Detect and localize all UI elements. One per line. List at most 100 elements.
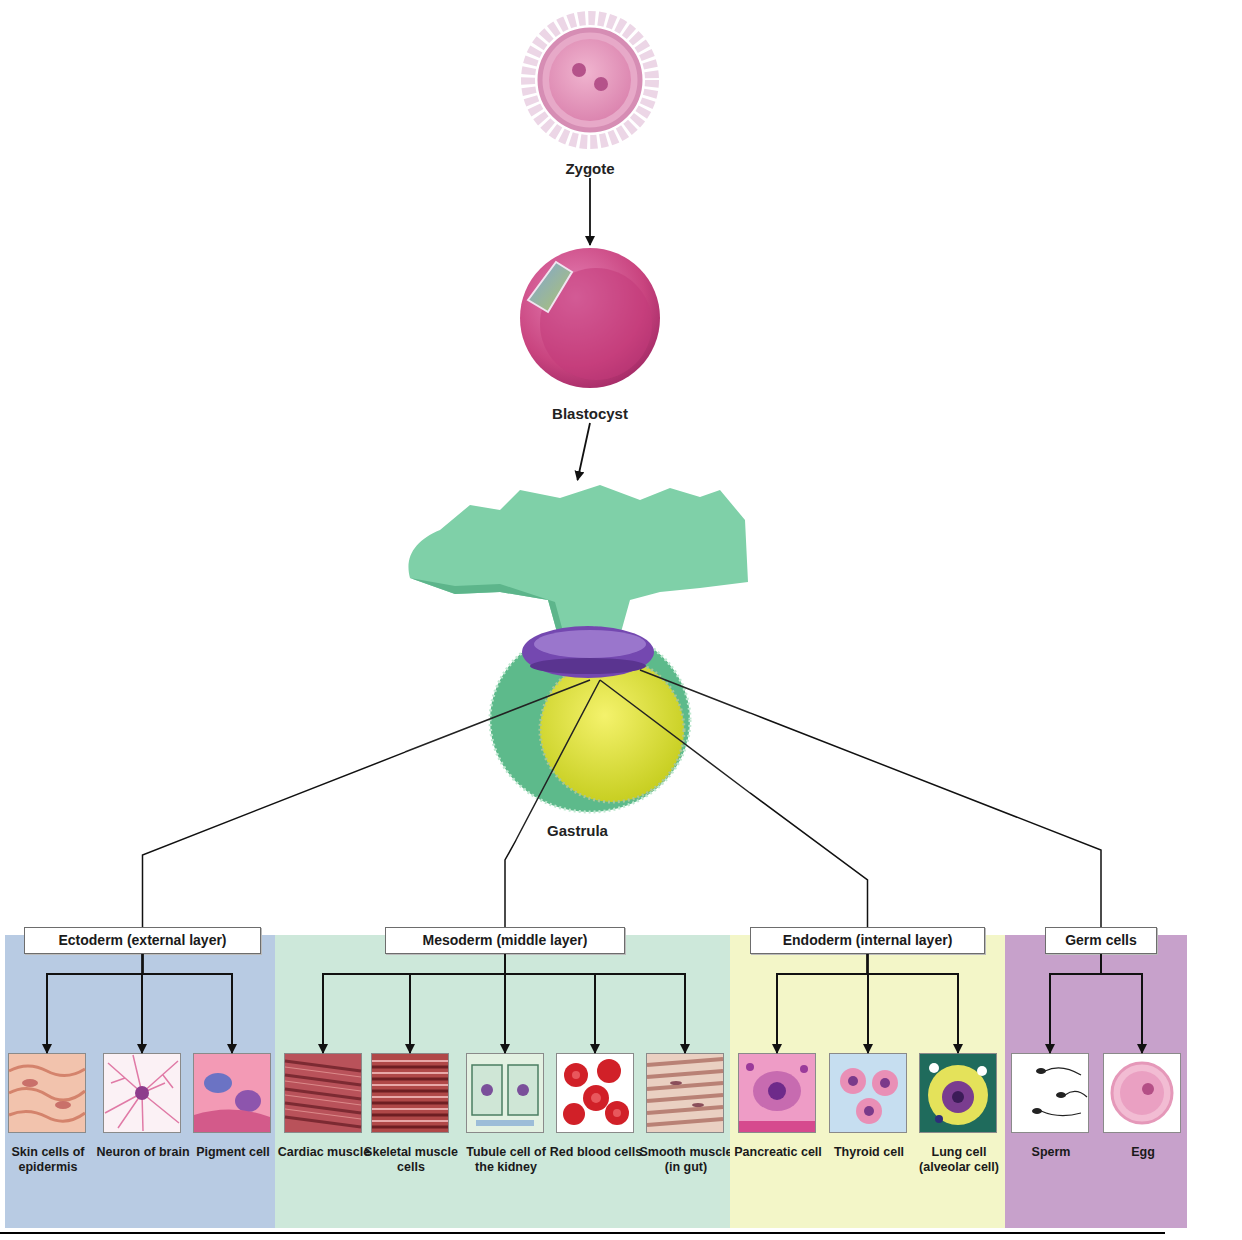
thyroid-cell: [872, 1070, 898, 1096]
granule: [935, 1115, 943, 1123]
lineage-arrow: [141, 954, 144, 1053]
cell-label: Smooth muscle (in gut): [639, 1145, 733, 1175]
lineage-arrow: [867, 954, 870, 1053]
sperm-head: [1032, 1108, 1042, 1114]
image-bg: [920, 1054, 996, 1132]
image-bg: [1104, 1054, 1180, 1132]
cell-body: [135, 1086, 149, 1100]
skin-layer: [9, 1066, 85, 1121]
granule: [746, 1063, 754, 1071]
endoderm-layer: [530, 658, 646, 674]
cell-type-box: Skin cells of epidermis: [8, 1053, 86, 1133]
cell-label: Cardiac muscle: [277, 1145, 371, 1160]
cell-label: Egg: [1096, 1145, 1190, 1160]
cell-nucleus: [55, 1101, 71, 1109]
pigment-cell-image: [194, 1054, 270, 1132]
zygote-illustration: [528, 18, 652, 142]
zygote-cytoplasm: [549, 39, 631, 121]
bottom-rule: [0, 1232, 1165, 1234]
cell-type-box: Red blood cells: [556, 1053, 634, 1133]
blastocyst-stage: Blastocyst: [510, 245, 670, 423]
cell-label: Pancreatic cell: [731, 1145, 825, 1160]
mesoderm-layer: [522, 626, 654, 678]
image-bg: [9, 1054, 85, 1132]
image-bg: [830, 1054, 906, 1132]
muscle-fiber: [647, 1059, 723, 1125]
cell-body: [942, 1081, 974, 1113]
layer-heading: Endoderm (internal layer): [750, 927, 985, 954]
blastocyst-illustration: [520, 248, 660, 388]
thyroid-cell: [840, 1068, 866, 1094]
cell-nucleus: [692, 1103, 704, 1107]
lineage-arrow: [47, 954, 143, 1053]
lineage-arrow: [505, 954, 685, 1053]
image-bg: [372, 1054, 448, 1132]
red-cell: [563, 1103, 585, 1125]
striation: [372, 1061, 448, 1121]
cell-nucleus: [952, 1091, 964, 1103]
lineage-arrow: [868, 954, 959, 1053]
air-space: [977, 1066, 987, 1076]
stage-label: Gastrula: [375, 822, 780, 840]
lineage-arrow: [1050, 954, 1101, 1053]
smooth-muscle-image: [647, 1054, 723, 1132]
cell-type-box: Pigment cell: [193, 1053, 271, 1133]
cell-body: [753, 1071, 801, 1111]
thyroid-cell-image: [830, 1054, 906, 1132]
cell-nucleus: [864, 1106, 874, 1116]
cell-nucleus: [481, 1084, 493, 1096]
leader-line: [405, 670, 750, 840]
pigment-granule: [235, 1090, 261, 1112]
cell-type-box: Smooth muscle (in gut): [646, 1053, 724, 1133]
ectoderm-layer: [534, 630, 646, 658]
lineage-arrow: [1101, 954, 1142, 1053]
cell-label: Sperm: [1004, 1145, 1098, 1160]
zygote-stage: Zygote: [530, 18, 650, 178]
sperm-head: [1036, 1068, 1046, 1074]
cell-nucleus: [517, 1084, 529, 1096]
image-bg: [557, 1054, 633, 1132]
layer-heading: Mesoderm (middle layer): [385, 927, 625, 954]
image-bg: [194, 1054, 270, 1132]
tissue-layer: [739, 1121, 815, 1132]
pronucleus: [572, 63, 586, 77]
sperm-tail: [1041, 1068, 1087, 1116]
tubule-cell: [508, 1065, 538, 1115]
tubule-cell: [472, 1065, 502, 1115]
cell-label: Neuron of brain: [96, 1145, 190, 1160]
cell-nucleus: [1142, 1083, 1154, 1095]
lineage-arrow: [410, 954, 505, 1053]
cell-label: Skin cells of epidermis: [1, 1145, 95, 1175]
plate-edge: [410, 578, 568, 650]
lineage-arrow: [777, 954, 868, 1053]
gastrula-illustration: [405, 485, 750, 840]
lineage-arrow: [504, 954, 506, 1053]
lineage-arrow: [505, 954, 595, 1053]
pigment-granule: [204, 1073, 232, 1093]
lineage-line: [505, 840, 516, 927]
cell-nucleus: [880, 1078, 890, 1088]
blastocoel: [540, 268, 652, 380]
lineage-line: [750, 793, 868, 927]
egg-cytoplasm: [1120, 1071, 1164, 1115]
neuron-image: [104, 1054, 180, 1132]
cell-nucleus: [848, 1076, 858, 1086]
embryo-plate: [408, 485, 748, 650]
dendrite: [105, 1055, 179, 1131]
image-bg: [1012, 1054, 1088, 1132]
sperm-head: [1056, 1092, 1066, 1098]
granule: [800, 1065, 808, 1073]
image-bg: [739, 1054, 815, 1132]
cell-label: Skeletal muscle cells: [364, 1145, 458, 1175]
cell-type-box: Skeletal muscle cells: [371, 1053, 449, 1133]
cell-label: Lung cell (alveolar cell): [912, 1145, 1006, 1175]
air-space: [929, 1063, 939, 1073]
cell-type-box: Neuron of brain: [103, 1053, 181, 1133]
trophoblast: [520, 248, 660, 388]
muscle-fiber: [285, 1067, 361, 1119]
image-bg: [104, 1054, 180, 1132]
muscle-fiber: [285, 1061, 361, 1127]
image-bg: [647, 1054, 723, 1132]
